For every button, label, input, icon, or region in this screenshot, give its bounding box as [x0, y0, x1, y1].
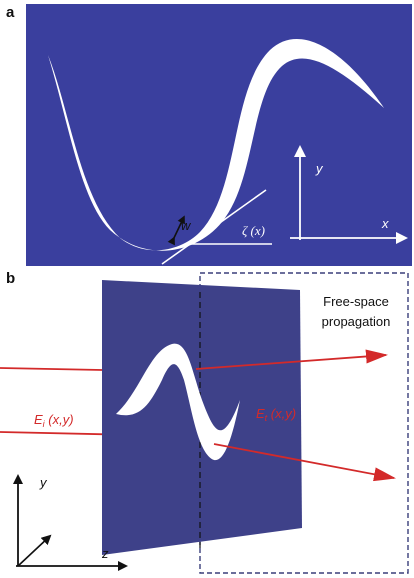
axis-y-label-b: y — [39, 475, 48, 490]
axis-y-label-a: y — [315, 161, 324, 176]
free-space-caption: Free-space propagation — [300, 292, 412, 332]
width-symbol: w — [181, 218, 192, 233]
s-curve-slit — [116, 343, 240, 461]
panel-b: Ei (x,y) Et (x,y) y x z — [0, 272, 409, 574]
transmitted-field-label: Et (x,y) — [256, 406, 296, 423]
zeta-label: ζ (x) — [242, 223, 265, 238]
tangent-line — [161, 189, 267, 265]
panel-a: w ζ (x) y x — [26, 4, 412, 266]
transmitted-beam-lower — [213, 443, 396, 482]
free-space-line1: Free-space — [323, 294, 389, 309]
incident-field-label: Ei (x,y) — [34, 412, 74, 429]
panel-a-background — [26, 4, 412, 266]
transmitted-beam-upper — [195, 349, 388, 370]
width-indicator — [167, 215, 185, 246]
axis-x-label-b: x — [41, 532, 49, 547]
axis-x-label-a: x — [381, 216, 389, 231]
axis-z-label-b: z — [101, 546, 109, 561]
wavy-band — [48, 39, 384, 251]
panel-b-label: b — [6, 270, 16, 287]
panel-a-label: a — [6, 4, 15, 21]
free-space-line2: propagation — [321, 314, 391, 329]
axis-x-b — [17, 534, 52, 567]
